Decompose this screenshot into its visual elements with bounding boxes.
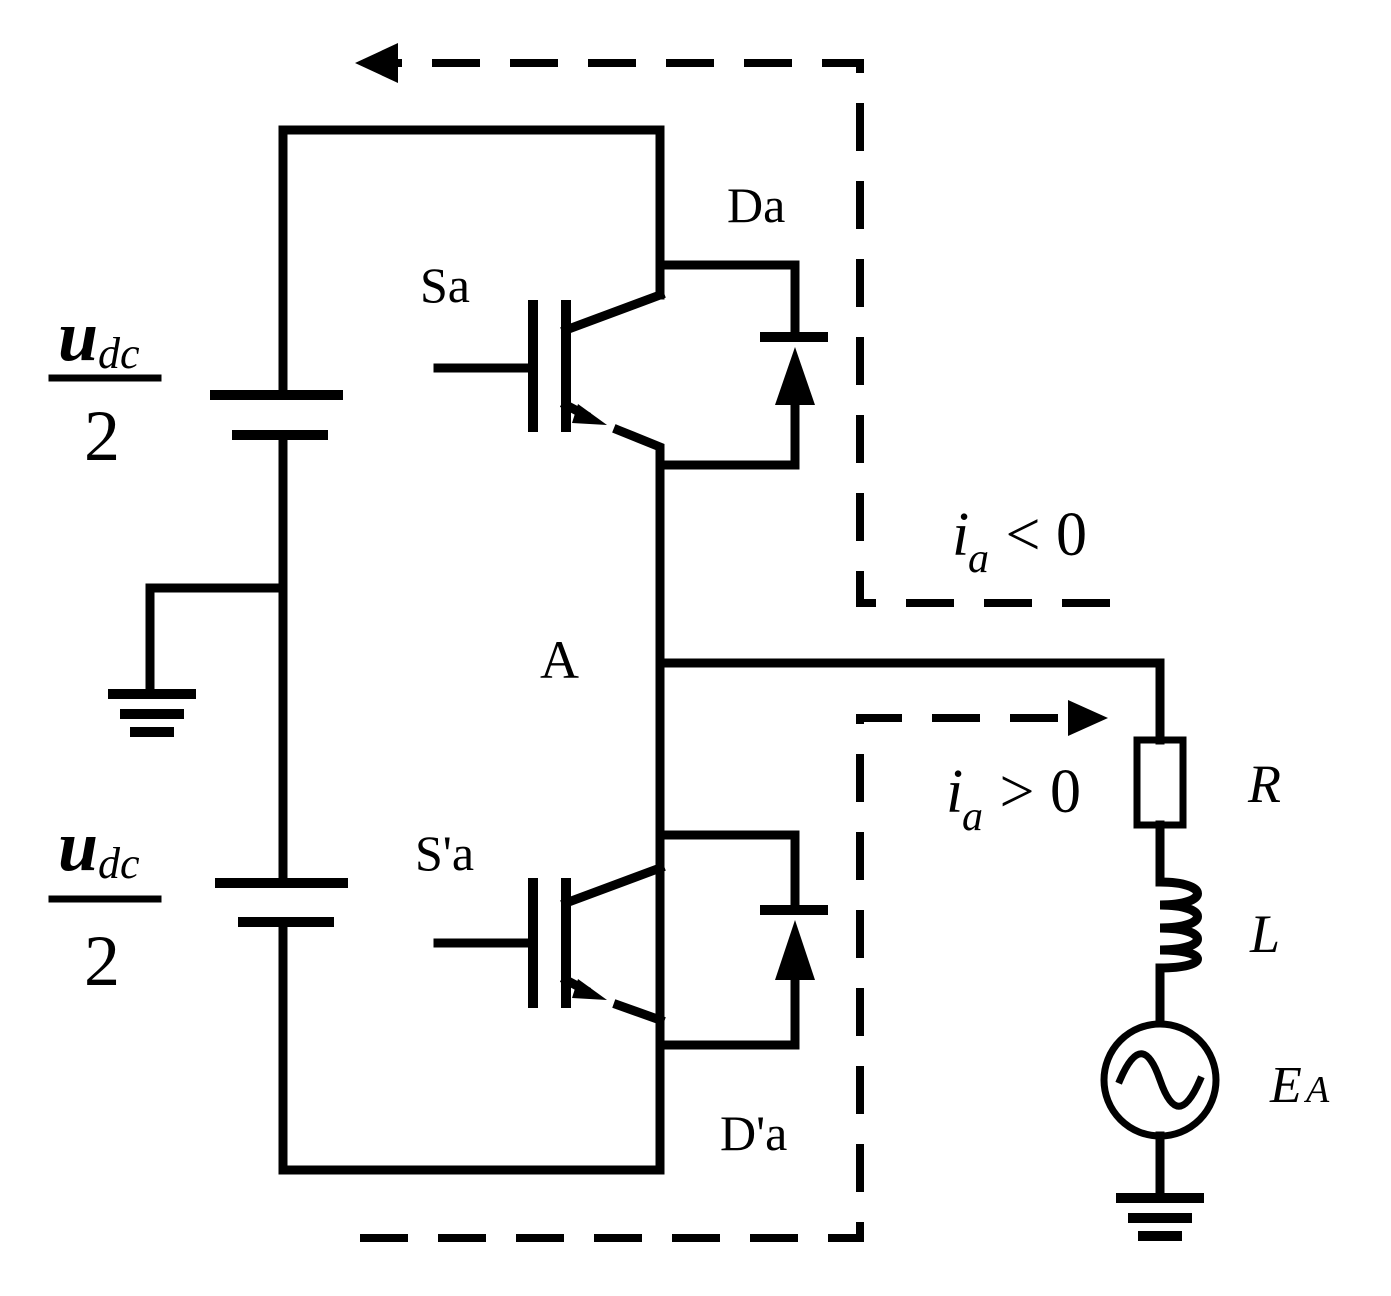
ground-icon bbox=[108, 583, 288, 737]
arrow-icon bbox=[1068, 700, 1108, 736]
resistor-label: R bbox=[1247, 754, 1281, 814]
dc-voltage-lower-label: u dc 2 bbox=[48, 806, 162, 1001]
dc-capacitor-lower bbox=[215, 878, 348, 927]
igbt-icon bbox=[433, 862, 666, 1026]
resistor-icon bbox=[1133, 736, 1187, 887]
svg-text:i: i bbox=[946, 758, 963, 826]
current-path-negative bbox=[355, 43, 1110, 607]
node-label: A bbox=[540, 630, 579, 690]
svg-text:u: u bbox=[58, 296, 98, 376]
svg-text:> 0: > 0 bbox=[984, 758, 1081, 826]
dc-bus-left bbox=[278, 125, 665, 1175]
svg-text:dc: dc bbox=[98, 329, 140, 378]
output-wire bbox=[655, 658, 1165, 745]
svg-text:2: 2 bbox=[84, 921, 120, 1001]
diode-upper-label: Da bbox=[727, 177, 785, 233]
dc-capacitor-upper bbox=[210, 390, 343, 440]
current-negative-label: i a < 0 bbox=[952, 501, 1087, 582]
ac-source-icon bbox=[1100, 1020, 1220, 1200]
arrow-icon bbox=[355, 43, 398, 83]
diode-lower-label: D'a bbox=[720, 1105, 787, 1161]
source-label: E A bbox=[1269, 1057, 1330, 1114]
svg-text:dc: dc bbox=[98, 839, 140, 888]
svg-text:2: 2 bbox=[84, 396, 120, 476]
svg-text:u: u bbox=[58, 806, 98, 886]
svg-text:A: A bbox=[1303, 1069, 1330, 1111]
inductor-icon bbox=[1155, 877, 1202, 1027]
svg-text:E: E bbox=[1269, 1057, 1302, 1114]
svg-text:a: a bbox=[962, 794, 983, 840]
svg-text:i: i bbox=[952, 501, 969, 569]
diode-icon bbox=[655, 830, 828, 1050]
diode-icon bbox=[655, 260, 828, 470]
switch-upper-label: Sa bbox=[420, 257, 470, 313]
current-positive-label: i a > 0 bbox=[946, 758, 1081, 840]
switch-lower-label: S'a bbox=[415, 825, 474, 881]
svg-text:< 0: < 0 bbox=[990, 501, 1087, 569]
dc-voltage-upper-label: u dc 2 bbox=[48, 296, 162, 476]
inductor-label: L bbox=[1249, 904, 1280, 964]
igbt-icon bbox=[433, 289, 666, 1025]
ground-icon bbox=[1116, 1193, 1204, 1241]
svg-text:a: a bbox=[968, 536, 989, 582]
current-path-positive bbox=[360, 700, 1108, 1242]
